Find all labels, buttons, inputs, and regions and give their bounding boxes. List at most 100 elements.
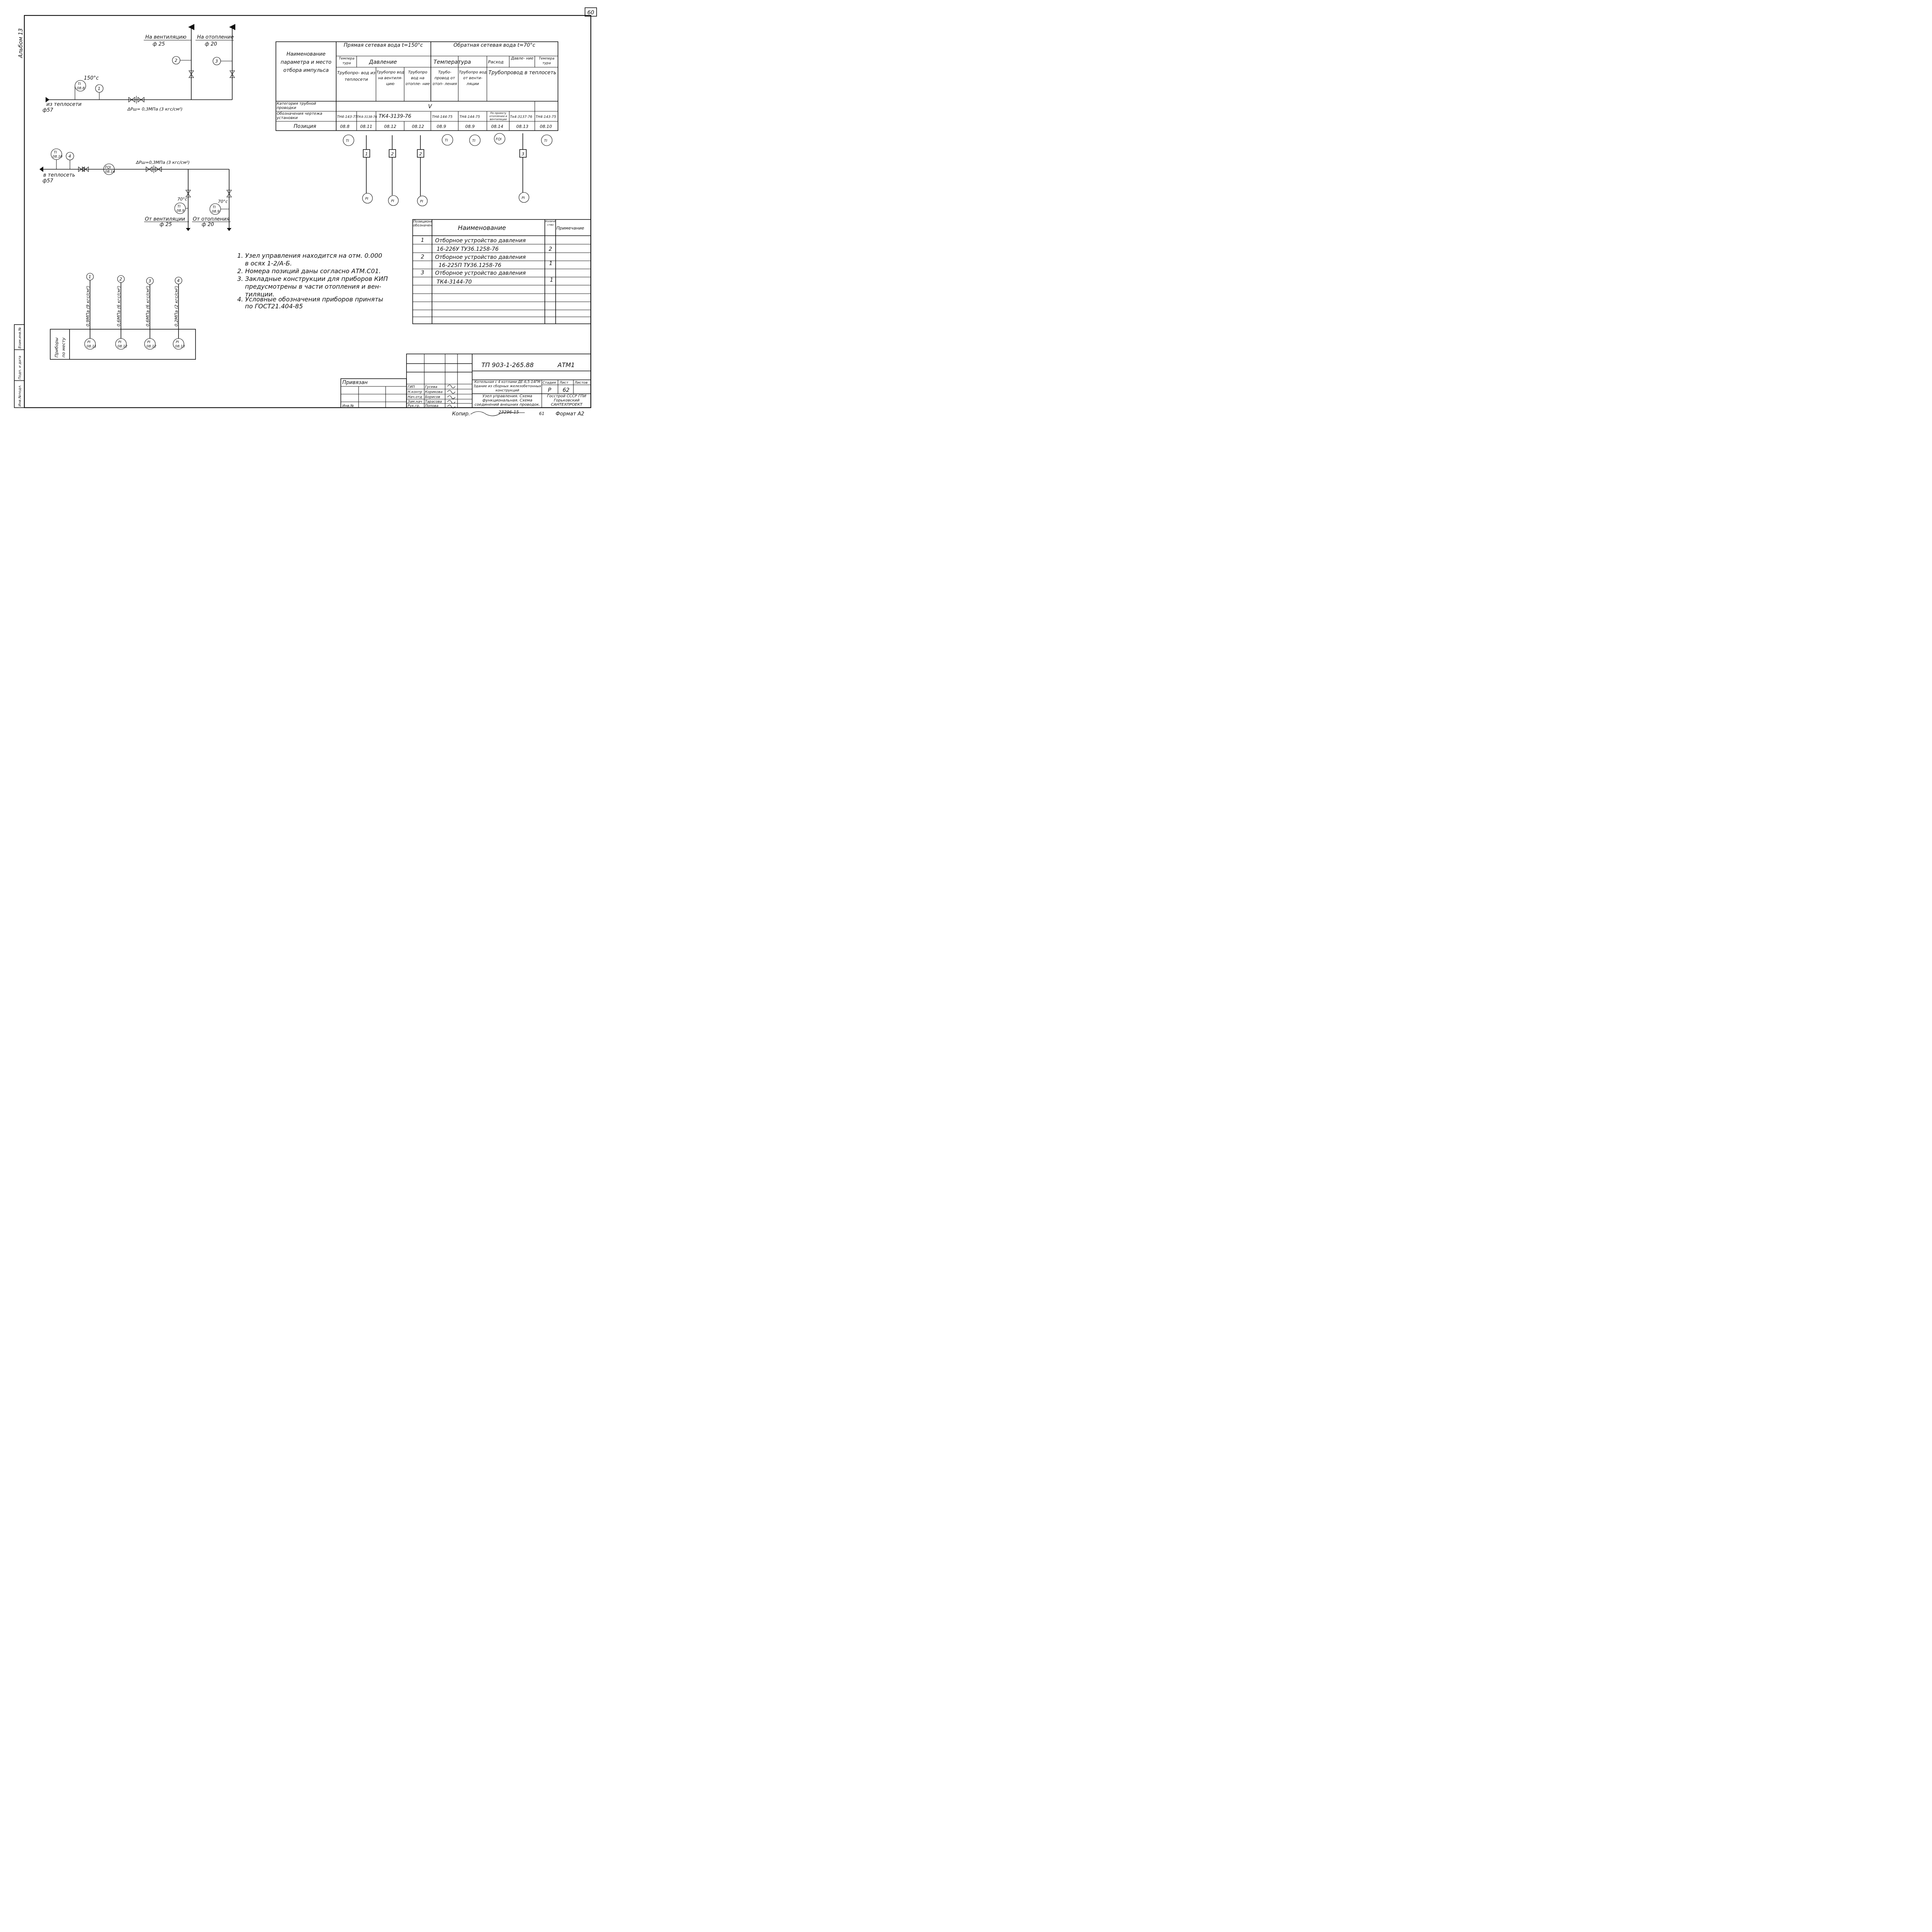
svg-text:ТН4-144-75: ТН4-144-75 <box>432 115 452 119</box>
svg-text:0,6МПа (6 кгс/см²): 0,6МПа (6 кгс/см²) <box>145 286 150 327</box>
stamp-sign: Подп. и дата <box>18 356 22 379</box>
name-header: Наименование параметра и место отбора им… <box>281 51 332 73</box>
signature-4 <box>447 400 456 404</box>
svg-text:Зам.нач: Зам.нач <box>408 400 422 404</box>
from-heat-label: От отопления <box>193 216 230 222</box>
svg-text:TI: TI <box>177 205 180 209</box>
from-vent-dia: ф 25 <box>160 222 172 228</box>
svg-text:08.13: 08.13 <box>175 345 185 349</box>
svg-text:Позиция: Позиция <box>294 124 316 129</box>
side-stamp: Инв.№подл. Подп. и дата Взам.инв.№ <box>14 324 25 408</box>
svg-text:4. Условные обозначения прибор: 4. Условные обозначения приборов приняты <box>237 296 383 303</box>
svg-text:08.12: 08.12 <box>384 124 396 129</box>
svg-text:TI: TI <box>54 151 57 155</box>
svg-text:TI: TI <box>78 82 81 86</box>
svg-text:62: 62 <box>563 387 570 393</box>
parameter-table: Наименование параметра и место отбора им… <box>276 41 558 206</box>
local-instruments-box <box>50 329 196 360</box>
svg-text:1: 1 <box>98 86 100 91</box>
gauge-2: 2 0,6МПа (6 кгс/см²) PI 08.12 <box>115 275 128 350</box>
svg-text:08.8: 08.8 <box>77 87 85 90</box>
from-heat-dia: ф 20 <box>202 222 214 228</box>
svg-text:Наименование: Наименование <box>458 224 506 231</box>
svg-text:TI: TI <box>445 139 448 143</box>
valve-return-b <box>155 166 162 172</box>
svg-text:08.10: 08.10 <box>540 124 552 129</box>
ti-symbol-4 <box>541 134 553 146</box>
svg-text:Инв.№: Инв.№ <box>342 404 354 408</box>
pos-circle-3 <box>213 57 221 65</box>
return-header: Обратная сетевая вода t=70°с <box>453 43 536 48</box>
svg-text:0,9МПа (9 кгс/см²): 0,9МПа (9 кгс/см²) <box>85 286 90 327</box>
ti-symbol-2 <box>442 134 453 146</box>
svg-text:ТН4-143-75: ТН4-143-75 <box>337 115 357 119</box>
scheme-supply: На вентиляцию ф 25 На отопление ф 20 2 3… <box>43 24 235 113</box>
valve-heat <box>229 70 235 78</box>
svg-text:1. Узел управления находится н: 1. Узел управления находится на отм. 0.0… <box>237 252 382 259</box>
sheet-number-box <box>585 7 597 17</box>
svg-text:08.12: 08.12 <box>117 345 128 349</box>
svg-text:08.10: 08.10 <box>53 155 63 159</box>
svg-text:Давление: Давление <box>369 59 397 65</box>
svg-text:Отборное устройство давления: Отборное устройство давления <box>435 270 526 276</box>
svg-text:Расход: Расход <box>488 60 503 65</box>
svg-text:Корикова: Корикова <box>425 390 442 394</box>
svg-text:PI: PI <box>176 340 179 344</box>
gauge-4: 4 0,2МПа (2 кгс/см²) PI 08.13 <box>173 277 185 350</box>
local-label-1: Приборы <box>54 337 59 357</box>
inlet-dia: ф57 <box>43 107 53 113</box>
outlet-dia: ф57 <box>43 178 53 184</box>
drawing-sheet: 60 Альбом 13 Инв.№подл. Подп. и дата Вза… <box>14 7 597 417</box>
inlet-label: из теплосети <box>46 102 82 107</box>
outlet-label: в теплосеть <box>43 172 75 178</box>
svg-text:08.11: 08.11 <box>87 345 97 349</box>
svg-text:23296-15: 23296-15 <box>498 410 519 415</box>
signature-3 <box>447 395 456 399</box>
sheet-frame <box>24 15 592 408</box>
svg-text:ТН4-143-75: ТН4-143-75 <box>536 115 556 119</box>
svg-text:ТП 903-1-265.88: ТП 903-1-265.88 <box>481 361 534 369</box>
svg-text:TI: TI <box>544 139 547 143</box>
svg-text:08.12: 08.12 <box>412 124 424 129</box>
svg-text:Примечание: Примечание <box>556 226 584 231</box>
from-vent-label: От вентиляции <box>145 216 185 222</box>
return-dp: ΔPш=0,3МПа (3 кгс/см²) <box>136 160 190 165</box>
sheet-number: 60 <box>587 10 594 16</box>
svg-text:2: 2 <box>421 254 424 260</box>
svg-text:по ГОСТ21.404-85: по ГОСТ21.404-85 <box>245 303 303 310</box>
svg-text:2: 2 <box>549 246 552 252</box>
gauge-3: 3 0,6МПа (6 кгс/см²) PI 08.12 <box>144 277 156 350</box>
svg-text:3: 3 <box>522 151 524 156</box>
pi-symbol-1 <box>362 193 373 204</box>
svg-text:TI: TI <box>213 206 216 209</box>
svg-text:2. Номера позиций даны согласн: 2. Номера позиций даны согласно АТМ.С01. <box>237 267 381 275</box>
svg-text:0,6МПа (6 кгс/см²): 0,6МПа (6 кгс/см²) <box>116 286 121 327</box>
svg-text:Лист: Лист <box>559 381 569 385</box>
svg-text:Копир.: Копир. <box>452 411 470 417</box>
ti-symbol-1 <box>343 134 354 146</box>
valve-return-a <box>146 166 153 172</box>
svg-text:PI: PI <box>420 200 423 204</box>
svg-text:ТК4-3139-76: ТК4-3139-76 <box>379 114 411 119</box>
svg-text:08.9: 08.9 <box>177 209 184 213</box>
svg-text:Отборное устройство давления: Отборное устройство давления <box>435 238 526 244</box>
album-label: Альбом 13 <box>18 28 24 58</box>
svg-text:08.13: 08.13 <box>516 124 529 129</box>
copier-signature <box>470 411 525 416</box>
svg-text:Попова: Попова <box>425 404 438 408</box>
signature-1 <box>447 384 456 388</box>
svg-text:16-225П ТУ36.1258-76: 16-225П ТУ36.1258-76 <box>439 262 502 269</box>
direct-header: Прямая сетевая вода t=150°с <box>344 43 423 48</box>
pi-symbol-4 <box>519 192 529 203</box>
svg-text:08.12: 08.12 <box>146 345 156 349</box>
valve-outlet-a <box>78 166 85 172</box>
svg-text:FQI: FQI <box>105 166 111 170</box>
svg-text:61: 61 <box>539 411 544 416</box>
valve-inlet-a <box>128 97 135 103</box>
svg-text:Листов: Листов <box>574 381 588 385</box>
svg-text:тиляции.: тиляции. <box>245 291 274 298</box>
svg-text:Стадия: Стадия <box>543 381 556 385</box>
svg-text:ТК4-3144-70: ТК4-3144-70 <box>437 279 472 285</box>
ti-symbol-3 <box>469 134 481 146</box>
svg-text:PI: PI <box>365 197 368 201</box>
